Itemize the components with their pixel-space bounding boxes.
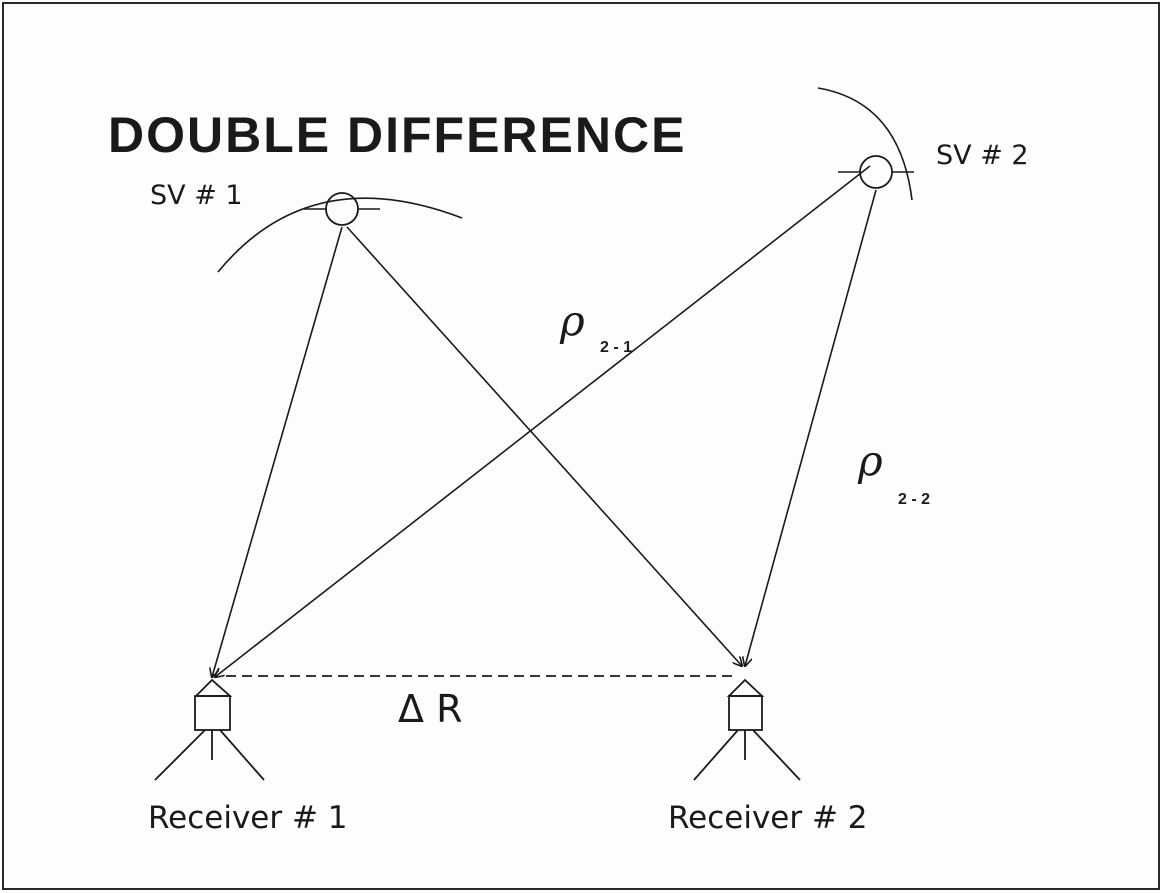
range-symbol-2-1: ρ bbox=[559, 296, 585, 345]
satellite-2-icon bbox=[859, 155, 893, 189]
signal-sv2-to-receiver2 bbox=[745, 189, 877, 666]
satellite-2-label: SV # 2 bbox=[936, 140, 1029, 171]
receiver-1-label: Receiver # 1 bbox=[148, 800, 348, 836]
satellite-1-icon bbox=[325, 192, 359, 226]
baseline-label: Δ R bbox=[398, 687, 462, 731]
diagram-title: DOUBLE DIFFERENCE bbox=[108, 107, 686, 163]
satellite-1 bbox=[217, 192, 463, 273]
satellite-2 bbox=[817, 87, 914, 201]
signal-sv2-to-receiver1 bbox=[215, 165, 871, 677]
receiver-2-icon bbox=[693, 678, 801, 781]
receiver-1-icon bbox=[154, 678, 265, 781]
range-symbol-2-2: ρ bbox=[857, 436, 883, 485]
receiver-2-label: Receiver # 2 bbox=[668, 800, 868, 836]
satellite-2-orbit bbox=[817, 87, 913, 201]
range-label-2-2: ρ 2 - 2 bbox=[857, 436, 930, 508]
range-subscript-2-1: 2 - 1 bbox=[600, 339, 632, 356]
signal-sv1-to-receiver1 bbox=[212, 226, 343, 677]
satellite-1-label: SV # 1 bbox=[150, 180, 243, 211]
satellite-1-orbit bbox=[217, 197, 463, 273]
signal-sv1-to-receiver2 bbox=[346, 226, 742, 666]
range-label-2-1: ρ 2 - 1 bbox=[559, 296, 632, 356]
range-subscript-2-2: 2 - 2 bbox=[898, 491, 930, 508]
